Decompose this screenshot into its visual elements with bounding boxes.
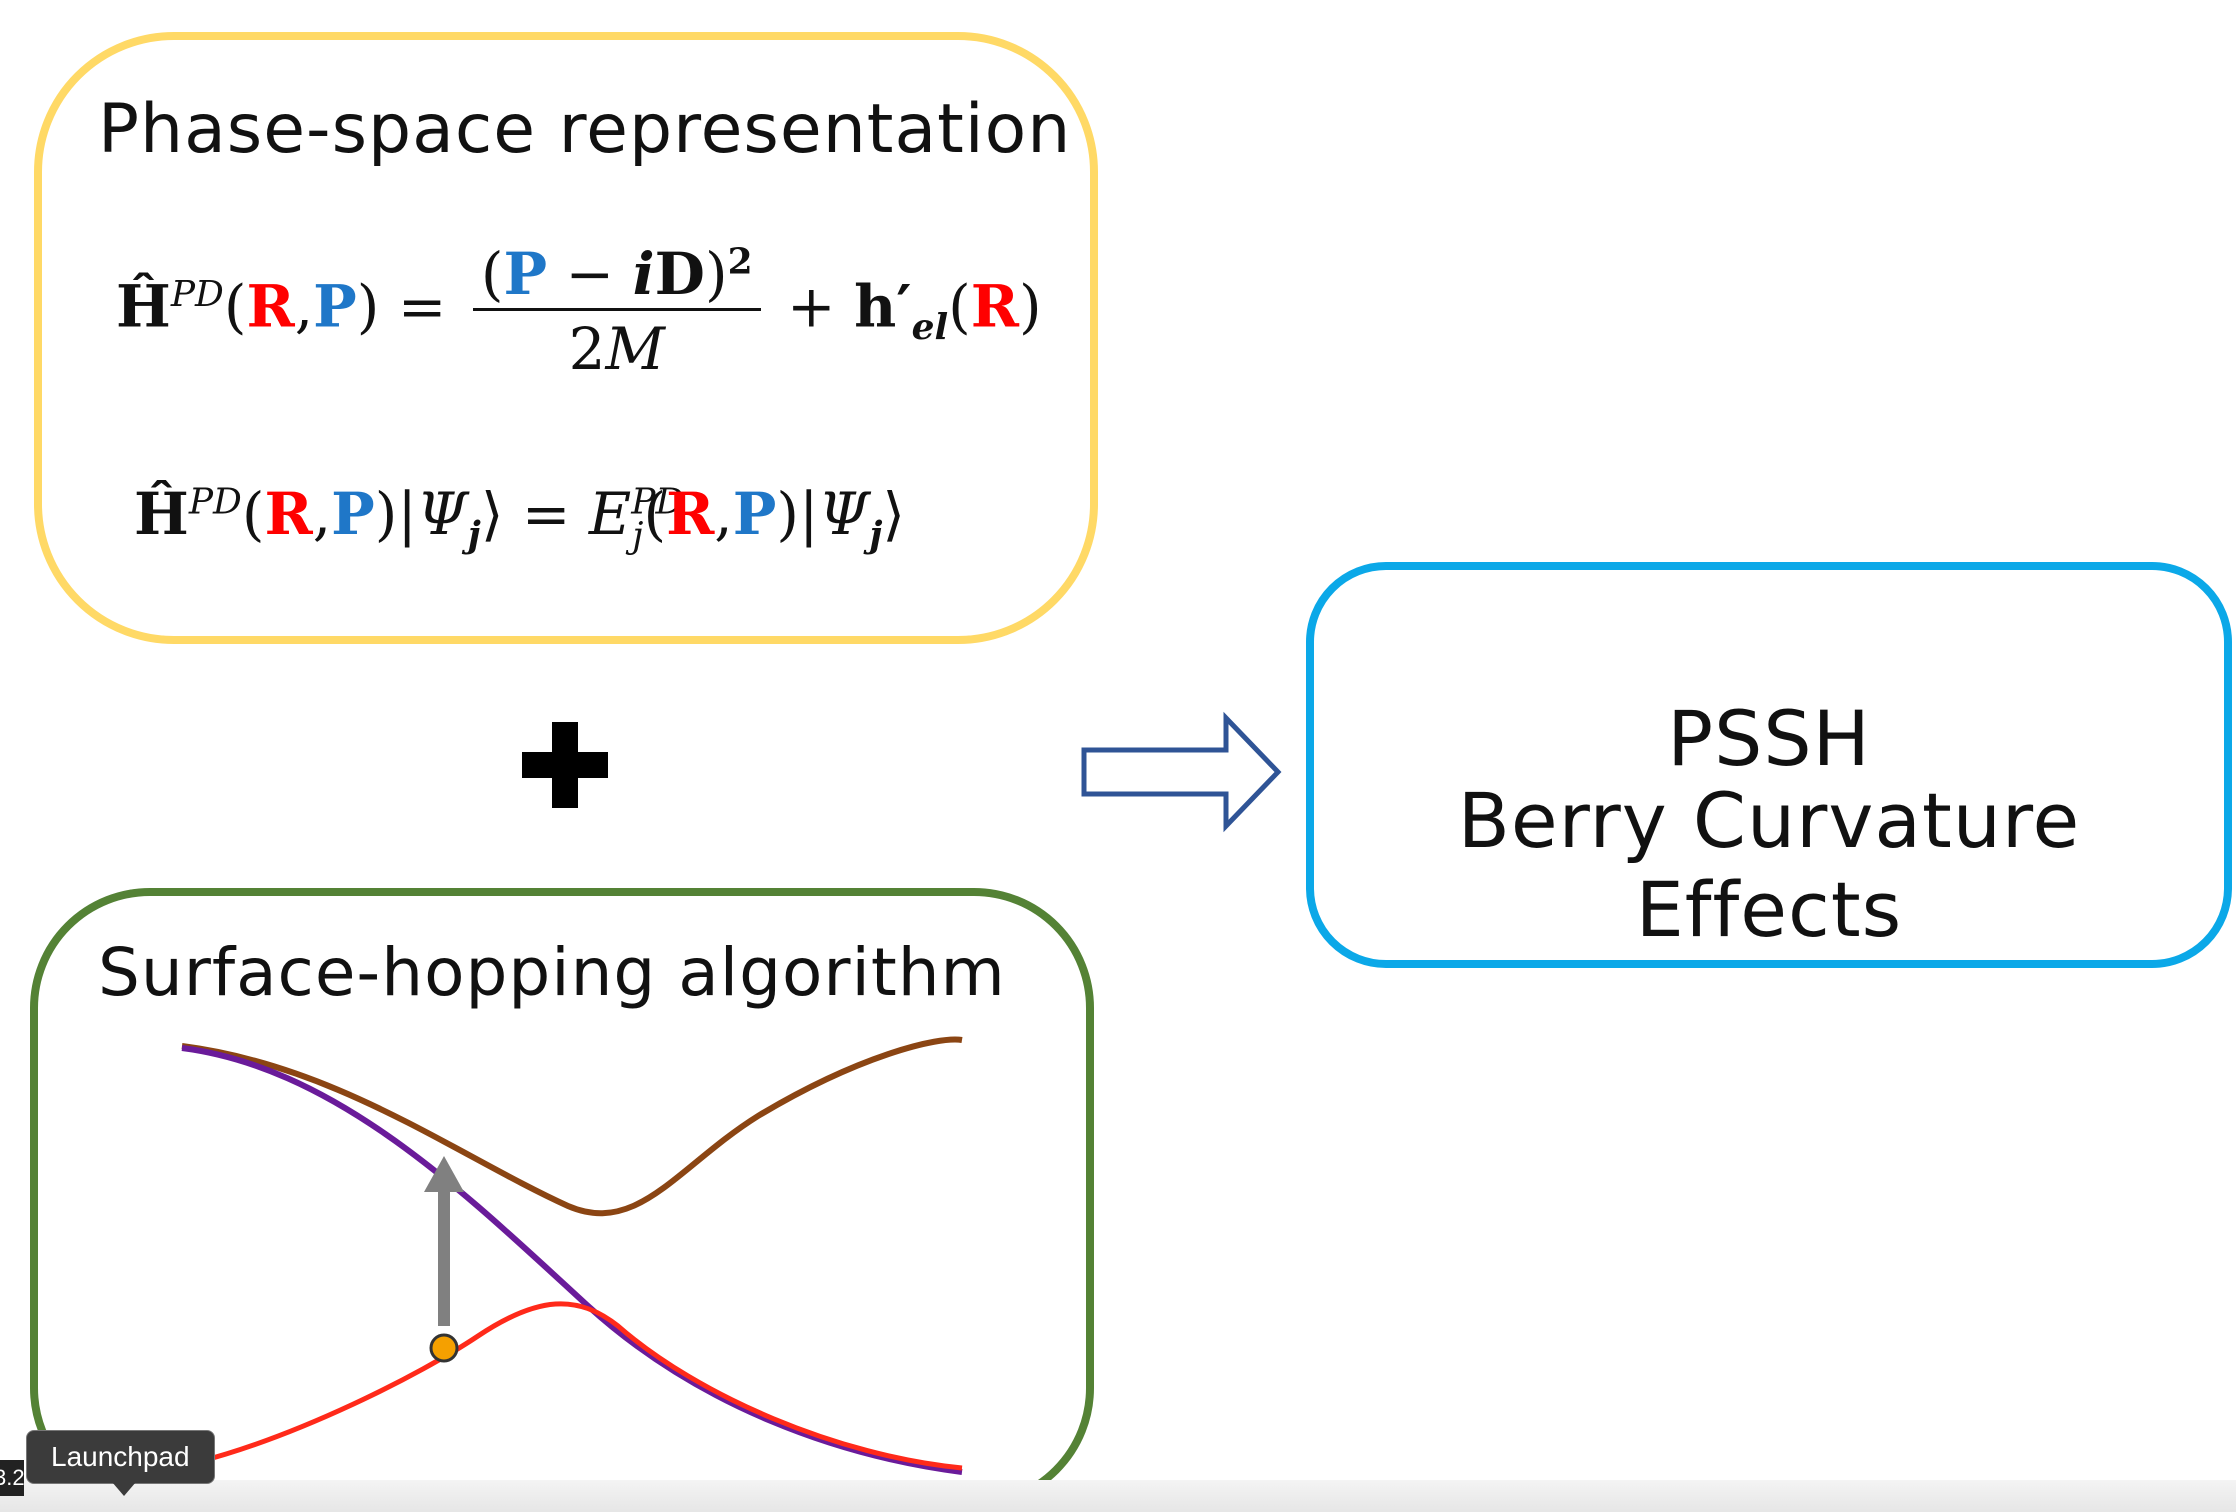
eq1-fraction: (P − iD)2 2M bbox=[472, 240, 761, 383]
eq2-j2: j bbox=[869, 513, 883, 556]
eq1-den-two: 2 bbox=[568, 315, 606, 383]
eq1-p: P bbox=[313, 272, 357, 341]
particle-dot bbox=[429, 1333, 459, 1363]
eq2-r2: R bbox=[666, 480, 715, 548]
diabatic-curve bbox=[181, 1045, 963, 1475]
result-subtitle: Berry Curvature Effects bbox=[1457, 776, 2081, 954]
plus-icon bbox=[522, 722, 608, 808]
eq2-p: P bbox=[331, 480, 375, 548]
eq1-denominator: 2M bbox=[473, 311, 761, 383]
eq1-el: el bbox=[911, 306, 949, 349]
eq1-numerator: (P − iD)2 bbox=[472, 240, 761, 311]
phase-space-title: Phase-space representation bbox=[98, 90, 1072, 169]
eq1-h-hat: Ĥ bbox=[116, 272, 171, 341]
eq2-r: R bbox=[264, 480, 313, 548]
hamiltonian-equation: ĤPD(R,P) = (P − iD)2 2M + h′el(R) bbox=[116, 240, 1042, 383]
eq2-pd: PD bbox=[188, 481, 242, 523]
tooltip-tail bbox=[112, 1482, 136, 1496]
eq1-r2: R bbox=[970, 272, 1019, 341]
eq2-e-j: j bbox=[632, 514, 644, 556]
eq1-prime: ′ bbox=[896, 272, 912, 341]
eq1-square: 2 bbox=[727, 240, 753, 283]
hop-arrow-head bbox=[424, 1156, 464, 1192]
surface-hopping-title: Surface-hopping algorithm bbox=[98, 934, 1006, 1011]
eq2-p2: P bbox=[732, 480, 777, 548]
result-title: PSSH bbox=[1667, 694, 1871, 783]
lower-adiabatic-curve bbox=[197, 1301, 963, 1471]
eq1-pd: PD bbox=[170, 274, 224, 316]
phase-space-box: Phase-space representation ĤPD(R,P) = (P… bbox=[34, 32, 1098, 644]
dock-strip bbox=[0, 1480, 2236, 1512]
eq2-j: j bbox=[467, 513, 481, 556]
upper-adiabatic-curve bbox=[181, 1036, 963, 1217]
eq1-h-el: h bbox=[854, 272, 897, 341]
dock-stub[interactable]: 3.2 bbox=[0, 1460, 24, 1496]
eq1-den-m: M bbox=[605, 315, 665, 383]
eq2-psi2: Ψ bbox=[818, 480, 870, 548]
eq1-r: R bbox=[246, 272, 295, 341]
potential-curves bbox=[181, 1036, 963, 1475]
eq1-num-p: P bbox=[503, 240, 548, 308]
eq2-h-hat: Ĥ bbox=[134, 480, 189, 548]
eq2-psi: Ψ bbox=[416, 480, 468, 548]
right-arrow-icon bbox=[1081, 711, 1282, 833]
eq2-e: E bbox=[588, 480, 632, 548]
launchpad-tooltip: Launchpad bbox=[26, 1430, 215, 1484]
result-box: PSSH Berry Curvature Effects bbox=[1306, 562, 2232, 968]
surface-hopping-box: Surface-hopping algorithm bbox=[30, 888, 1094, 1508]
eigen-equation: ĤPD(R,P)|Ψj⟩ = EPDj(R,P)|Ψj⟩ bbox=[134, 480, 906, 556]
